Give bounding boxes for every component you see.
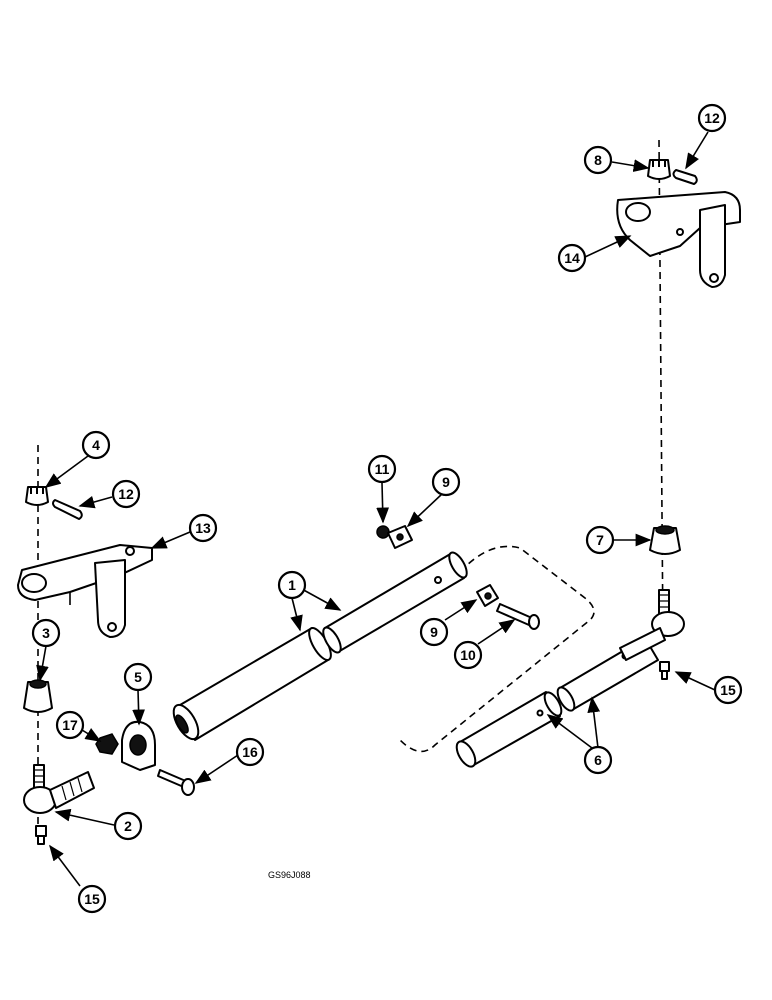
callout-6: 6 (583, 745, 613, 775)
leader-16 (194, 754, 239, 784)
upper-clamp-plate (387, 525, 413, 549)
right-steering-arm (616, 191, 741, 288)
right-castellated-nut (647, 159, 671, 180)
callout-12-right: 12 (697, 103, 727, 133)
right-bushing (649, 525, 681, 555)
outer-tube (322, 551, 468, 654)
svg-text:13: 13 (195, 520, 211, 536)
svg-text:9: 9 (430, 624, 438, 640)
svg-text:4: 4 (92, 437, 100, 453)
tube-assembly-boundary (399, 545, 595, 753)
svg-text:12: 12 (118, 486, 134, 502)
left-grease-fitting (35, 825, 47, 845)
callout-13: 13 (188, 513, 218, 543)
clamp-nut (95, 733, 119, 755)
leader-6a (546, 714, 593, 749)
leader-3 (36, 645, 49, 682)
callout-12-left: 12 (111, 479, 141, 509)
leader-5 (132, 689, 145, 726)
callout-9-top: 9 (431, 467, 461, 497)
left-steering-arm (17, 544, 153, 638)
callout-11: 11 (367, 454, 397, 484)
left-cotter-pin (52, 499, 83, 520)
callout-15-left: 15 (77, 884, 107, 914)
left-castellated-nut (25, 486, 49, 506)
leader-15-left (49, 844, 81, 887)
svg-text:12: 12 (704, 110, 720, 126)
leader-9-bottom (444, 599, 478, 621)
callout-17: 17 (55, 710, 85, 740)
svg-text:15: 15 (720, 682, 736, 698)
figure-code: GS96J088 (268, 870, 311, 880)
callout-5: 5 (123, 662, 153, 692)
svg-text:10: 10 (460, 647, 476, 663)
left-tie-rod-end (23, 764, 95, 814)
leader-15-right (674, 671, 716, 691)
inner-tube (172, 627, 332, 741)
right-cotter-pin (672, 169, 698, 185)
svg-text:14: 14 (564, 250, 580, 266)
left-bushing (23, 679, 53, 713)
leader-17 (81, 728, 102, 742)
leader-1a (290, 597, 303, 632)
callout-7: 7 (585, 525, 615, 555)
callout-4: 4 (81, 430, 111, 460)
svg-text:16: 16 (242, 744, 258, 760)
leader-12-right (685, 131, 709, 170)
leader-4 (44, 455, 89, 488)
svg-text:8: 8 (594, 152, 602, 168)
lower-clamp-plate (476, 584, 499, 607)
leader-9-top (406, 493, 443, 528)
right-tie-rod-end (619, 589, 685, 661)
callout-9-bottom: 9 (419, 617, 449, 647)
tube-bolt (496, 603, 540, 630)
svg-text:9: 9 (442, 474, 450, 490)
callout-15-right: 15 (713, 675, 743, 705)
svg-text:1: 1 (288, 577, 296, 593)
svg-text:7: 7 (596, 532, 604, 548)
clamp-bolt (157, 769, 195, 796)
leader-13 (150, 531, 191, 549)
callout-8: 8 (583, 145, 613, 175)
leader-6b (587, 696, 601, 749)
leader-8 (611, 159, 650, 172)
callout-2: 2 (113, 811, 143, 841)
leader-1b (299, 587, 342, 611)
leader-10 (477, 619, 516, 645)
leader-11 (376, 482, 390, 524)
callout-10: 10 (453, 640, 483, 670)
leader-14 (584, 235, 632, 258)
callout-1: 1 (277, 570, 307, 600)
adjusting-tube-lower (455, 691, 563, 768)
right-grease-fitting (659, 661, 670, 680)
svg-text:6: 6 (594, 752, 602, 768)
small-ball (376, 525, 390, 539)
svg-text:3: 3 (42, 625, 50, 641)
leader-2 (54, 808, 115, 826)
callout-3: 3 (31, 618, 61, 648)
callout-14: 14 (557, 243, 587, 273)
callout-16: 16 (235, 737, 265, 767)
svg-text:15: 15 (84, 891, 100, 907)
clamp (121, 720, 156, 771)
leader-12-left (78, 495, 113, 509)
svg-text:11: 11 (375, 461, 390, 477)
svg-text:17: 17 (62, 717, 78, 733)
svg-text:5: 5 (134, 669, 142, 685)
svg-text:2: 2 (124, 818, 132, 834)
